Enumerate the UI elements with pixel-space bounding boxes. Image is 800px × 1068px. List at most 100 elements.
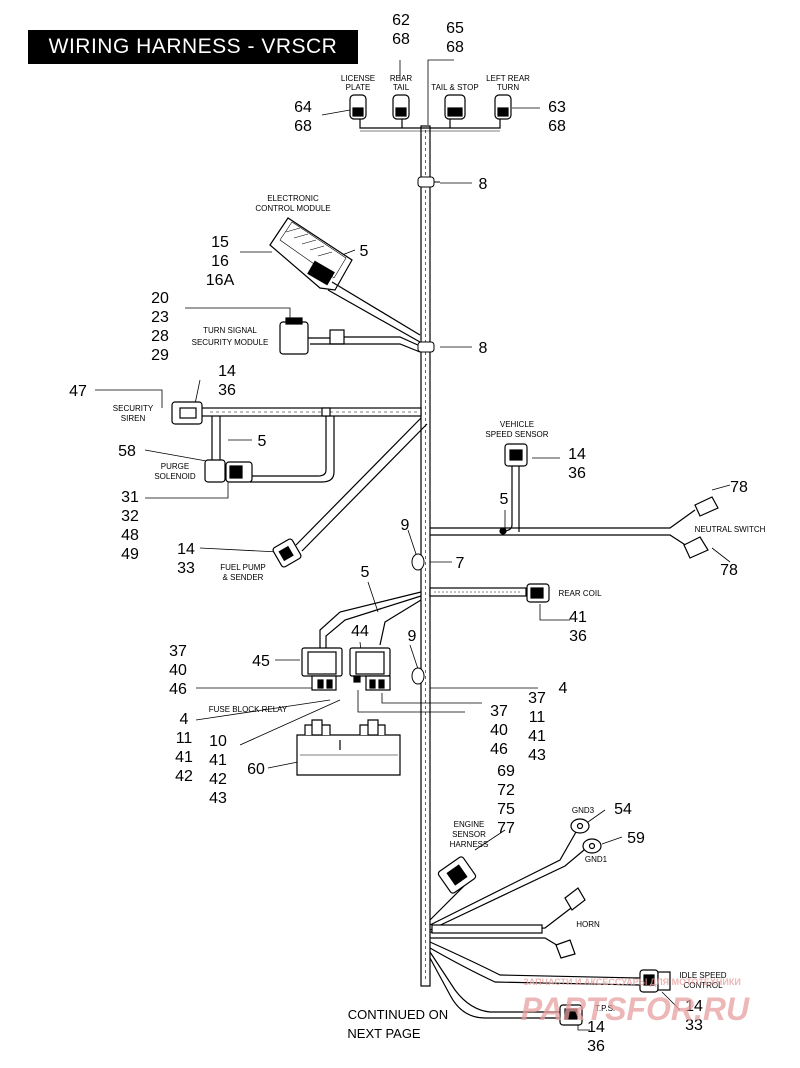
harness-clip-mid [417, 341, 435, 353]
tail-stop-connector [444, 94, 466, 120]
rear-tail-connector [392, 94, 410, 120]
callout-62: 62 [392, 12, 410, 29]
watermark: ЗАПЧАСТИ И АКСЕССУАРЫ ДЛЯ МОТОТЕХНИКИ PA… [521, 977, 750, 1027]
callout-10: 10 [209, 733, 227, 750]
label-left-rear-turn-2: TURN [497, 83, 519, 92]
callout-32: 32 [121, 508, 139, 525]
callout-37-left: 37 [169, 643, 187, 660]
label-turn-signal-2: SECURITY MODULE [192, 338, 269, 347]
callout-43-right: 43 [528, 747, 546, 764]
callout-36-siren: 36 [218, 382, 236, 399]
callout-9-bot: 9 [408, 628, 417, 645]
idle-speed-connector [639, 969, 671, 993]
fuel-pump-branch [295, 417, 428, 552]
ecm-module [269, 217, 353, 291]
label-idle-speed-2: CONTROL [683, 981, 723, 990]
callout-11-left: 11 [176, 730, 193, 747]
callout-69: 69 [497, 763, 515, 780]
callout-41-right: 41 [528, 728, 546, 745]
label-engine-sensor-1: ENGINE [454, 820, 485, 829]
callout-41-coil: 41 [569, 609, 587, 626]
tps-connector [559, 1004, 583, 1026]
callout-44: 44 [351, 623, 369, 640]
leader-lines [95, 59, 731, 1031]
label-tps: T.P.S. [595, 1004, 615, 1013]
callout-41-b: 41 [209, 752, 227, 769]
engine-sensor-connector [437, 856, 477, 894]
callout-16: 16 [211, 253, 229, 270]
callout-36-vss: 36 [568, 465, 586, 482]
callout-78-top: 78 [730, 479, 748, 496]
siren-branch [199, 407, 422, 483]
relay-44 [349, 647, 391, 691]
fuse-block [296, 719, 401, 776]
callout-65: 65 [446, 20, 464, 37]
label-fuse-block-relay: FUSE BLOCK RELAY [209, 705, 288, 714]
callout-14-tps: 14 [587, 1019, 605, 1036]
component-labels: LICENSE PLATE REAR TAIL TAIL & STOP LEFT… [113, 74, 766, 1041]
callout-4-right: 4 [559, 680, 568, 697]
callout-47: 47 [69, 383, 87, 400]
turn-signal-security-module [279, 317, 421, 355]
callout-9-top: 9 [401, 517, 410, 534]
label-turn-signal-1: TURN SIGNAL [203, 326, 257, 335]
label-license-plate-1: LICENSE [341, 74, 375, 83]
left-rear-turn-connector [494, 94, 512, 120]
callout-43-b: 43 [209, 790, 227, 807]
callout-5-vss: 5 [500, 491, 509, 508]
callout-5-purge: 5 [258, 433, 267, 450]
label-idle-speed-1: IDLE SPEED [679, 971, 726, 980]
label-license-plate-2: PLATE [346, 83, 371, 92]
callout-48: 48 [121, 527, 139, 544]
callout-49: 49 [121, 546, 139, 563]
callout-5-coil: 5 [361, 564, 370, 581]
purge-solenoid [204, 459, 253, 483]
vss-branch [430, 464, 696, 549]
callout-36-tps: 36 [587, 1038, 605, 1055]
label-security-siren-2: SIREN [121, 414, 146, 423]
callout-40-left: 40 [169, 662, 187, 679]
callout-40-mid: 40 [490, 722, 508, 739]
callout-37-mid: 37 [490, 703, 508, 720]
horn-connectors [555, 887, 586, 959]
callout-63: 63 [548, 99, 566, 116]
callout-42-b: 42 [209, 771, 227, 788]
callout-33-fuel: 33 [177, 560, 195, 577]
watermark-line2: PARTSFOR.RU [521, 991, 750, 1027]
callout-60: 60 [247, 761, 265, 778]
security-siren [171, 401, 203, 425]
callout-41-left: 41 [175, 749, 193, 766]
callout-42-left: 42 [175, 768, 193, 785]
callout-45: 45 [252, 653, 270, 670]
neutral-switch-connectors [683, 496, 719, 559]
callout-23: 23 [151, 309, 169, 326]
callout-46-left: 46 [169, 681, 187, 698]
callout-14-fuel: 14 [177, 541, 195, 558]
callout-4-left: 4 [180, 711, 189, 728]
label-rear-coil: REAR COIL [558, 589, 602, 598]
callout-37-right: 37 [528, 690, 546, 707]
rear-coil-branch [319, 587, 527, 650]
label-engine-sensor-3: HARNESS [450, 840, 489, 849]
fuel-pump-connector [272, 538, 302, 568]
label-rear-tail-1: REAR [390, 74, 412, 83]
label-ecm-1: ELECTRONIC [267, 194, 319, 203]
label-fuel-pump-1: FUEL PUMP [220, 563, 266, 572]
callout-72: 72 [497, 782, 515, 799]
label-left-rear-turn-1: LEFT REAR [486, 74, 530, 83]
callout-59: 59 [627, 830, 645, 847]
label-continued-1: CONTINUED ON [348, 1007, 448, 1022]
ecm-branch-wire [327, 281, 421, 343]
callout-78-bot: 78 [720, 562, 738, 579]
callout-54: 54 [614, 801, 632, 818]
vss-connector [504, 443, 528, 467]
label-horn: HORN [576, 920, 600, 929]
callout-8-top: 8 [479, 176, 488, 193]
engine-sensor-branch [429, 824, 641, 1019]
callout-36-coil: 36 [569, 628, 587, 645]
callout-46-mid: 46 [490, 741, 508, 758]
callout-64: 64 [294, 99, 312, 116]
label-ecm-2: CONTROL MODULE [255, 204, 330, 213]
callout-20: 20 [151, 290, 169, 307]
